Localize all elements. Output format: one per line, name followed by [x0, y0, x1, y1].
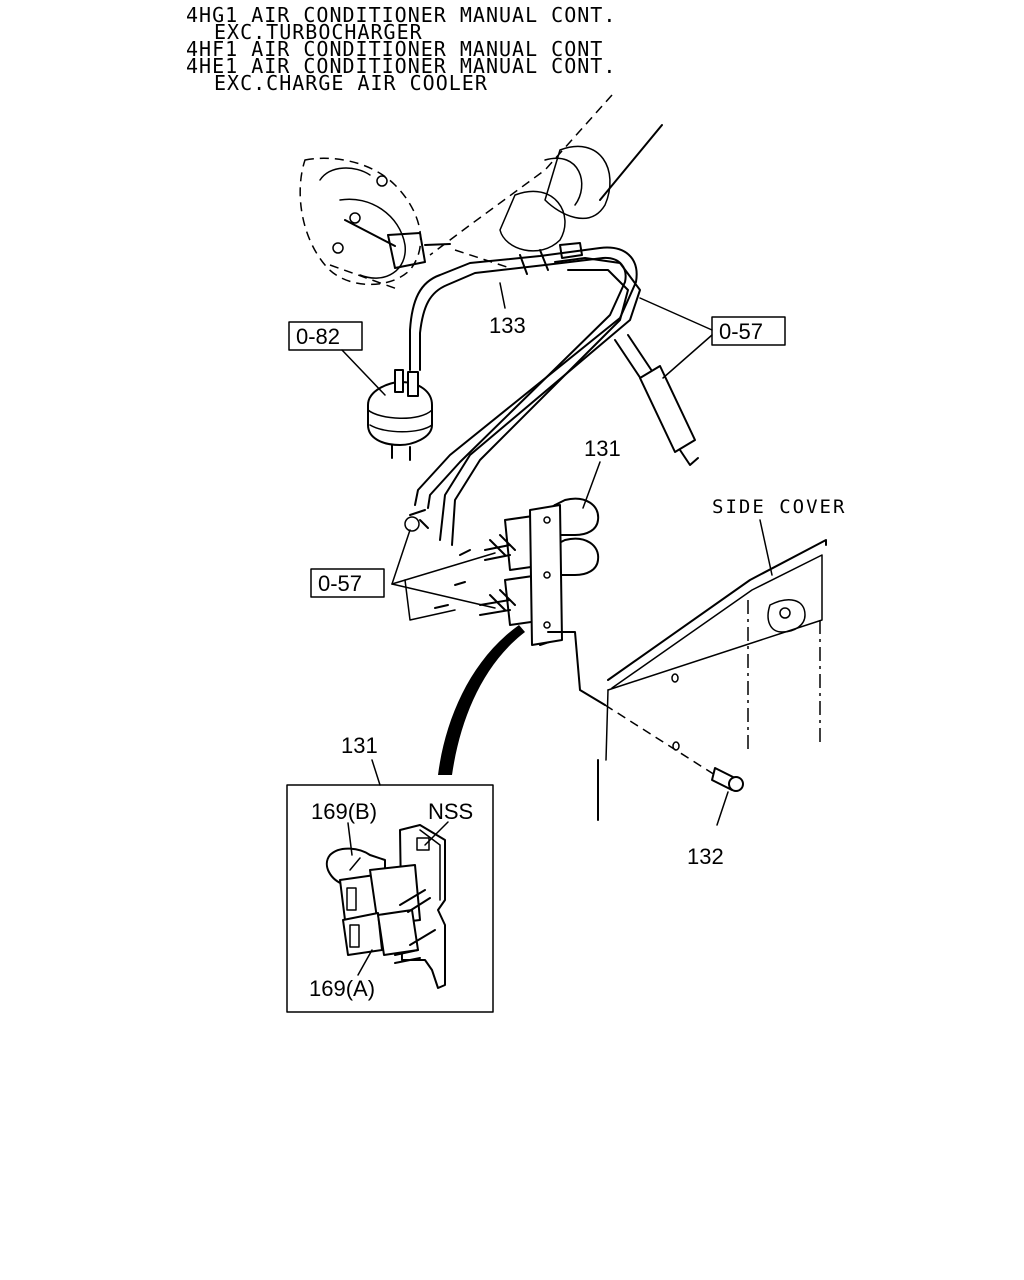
ref-box-082: [288, 321, 363, 351]
header-line-4: 4HE1 AIR CONDITIONER MANUAL CONT.: [186, 54, 616, 78]
detail-view-131: [286, 784, 494, 1013]
ref-box-057-left: [310, 568, 385, 598]
bolt-132: [604, 704, 744, 792]
label-133: 133: [489, 313, 526, 338]
label-131-detail: 131: [341, 733, 378, 758]
solenoid-valve-assembly: [404, 497, 606, 706]
header-line-2: EXC.TURBOCHARGER: [214, 20, 423, 44]
callout-labels: 133 0-82 0-57 0-57 131 SIDE COVER 132 13…: [288, 313, 846, 1001]
detail-arrow: [438, 625, 525, 775]
leader-lines: [341, 282, 773, 826]
label-ref-082: 0-82: [296, 324, 340, 349]
label-ref-057-right: 0-57: [719, 319, 763, 344]
label-169b: 169(B): [311, 799, 377, 824]
vacuum-hose-133: [409, 242, 641, 546]
label-side-cover: SIDE COVER: [712, 496, 846, 518]
detail-frame: [286, 784, 494, 1013]
label-131-top: 131: [584, 436, 621, 461]
header-line-3: 4HF1 AIR CONDITIONER MANUAL CONT: [186, 37, 603, 61]
diagram-header: 4HG1 AIR CONDITIONER MANUAL CONT. EXC.TU…: [186, 3, 616, 95]
detail-leaders: [347, 821, 449, 976]
label-169a: 169(A): [309, 976, 375, 1001]
label-ref-057-left: 0-57: [318, 571, 362, 596]
air-cylinder: [614, 334, 699, 466]
header-line-5: EXC.CHARGE AIR COOLER: [214, 71, 488, 95]
header-line-1: 4HG1 AIR CONDITIONER MANUAL CONT.: [186, 3, 616, 27]
label-132: 132: [687, 844, 724, 869]
vacuum-tank: [367, 369, 433, 461]
engine-intake-drawing: [299, 94, 663, 291]
side-cover-drawing: [597, 539, 827, 821]
label-nss: NSS: [428, 799, 473, 824]
ref-box-057-right: [711, 316, 786, 346]
